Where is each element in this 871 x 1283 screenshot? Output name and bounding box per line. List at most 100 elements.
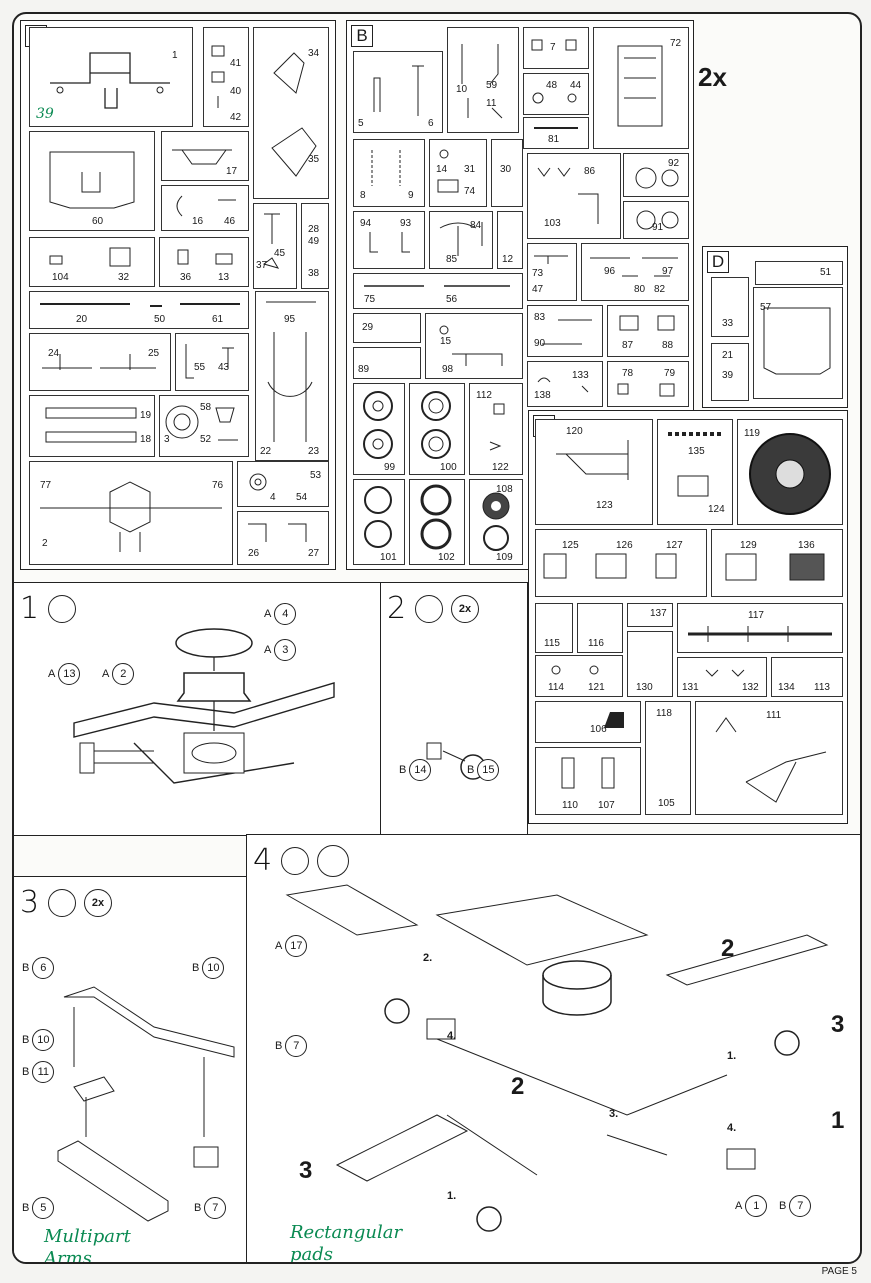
part-label: 53 [310,470,322,481]
step-2-number: 2 [387,591,407,626]
glue-icon [48,595,76,623]
sprue-a-frame: A 1 41 40 42 34 35 [20,20,336,570]
sprue-c-cell: 134 113 [771,657,843,697]
callout-part: 4 [274,603,297,625]
callout-letter: B [22,962,30,974]
assembly-label: 1 [831,1107,845,1134]
part-drawing [617,45,663,127]
sprue-c-cell: 117 [677,603,843,653]
sprue-b-multiplier-label: 2x [698,62,727,92]
part-label: 79 [664,368,676,379]
part-drawing [763,307,831,375]
part-drawing [537,377,589,393]
part-label: 41 [230,58,242,69]
callout-letter: A [735,1200,743,1212]
part-drawing [636,210,679,230]
part-label: 94 [360,218,372,229]
part-label: 87 [622,340,634,351]
part-label: 113 [814,682,830,693]
sprue-c-cell: 129 136 [711,529,843,597]
part-label: 109 [496,552,513,563]
part-label: 122 [492,462,509,473]
part-label: 12 [502,254,514,265]
part-label: 103 [544,218,561,229]
part-label: 116 [588,638,604,649]
sub-step-label: 2. [423,952,433,964]
step-3-number: 3 [20,885,40,920]
sprue-b-cell: 72 [593,27,689,149]
sprue-b-cell: 91 [623,201,689,239]
sprue-c-cell: 116 [577,603,623,653]
step-2-drawing [426,742,486,780]
callout-part: 7 [285,1035,308,1057]
part-label: 33 [722,318,734,329]
part-label: 88 [662,340,674,351]
part-drawing [45,407,137,443]
sprue-b-cell: 133 138 [527,361,603,407]
sprue-b-cell: 7 [523,27,589,69]
part-label: 123 [596,500,613,511]
part-drawing [364,486,392,548]
part-drawing [439,222,483,256]
callout-letter: B [192,962,200,974]
sprue-a-cell: 58 3 52 [159,395,249,457]
glue-icon [281,847,309,875]
part-label: 81 [548,134,560,145]
part-label: 20 [76,314,88,325]
sprue-a-cell: 60 [29,131,155,231]
sprue-b-cell: 12 [497,211,523,269]
part-drawing [40,303,240,307]
part-drawing [461,44,503,119]
sprue-a-cell: 16 46 [161,185,249,231]
callout-part: 1 [745,1195,768,1217]
callout-letter: B [779,1200,787,1212]
sprue-d-cell: 33 [711,277,749,337]
step-1-drawing [73,628,335,784]
part-label: 131 [682,682,699,693]
part-label: 129 [740,540,757,551]
part-label: 91 [652,222,664,233]
part-drawing [421,391,451,459]
quantity-badge: 2x [451,595,479,623]
step-3-drawing [57,986,235,1222]
part-label: 75 [364,294,376,305]
sprue-a-cell: 55 43 [175,333,249,391]
part-label: 46 [224,216,236,227]
part-label: 78 [622,368,634,379]
sub-step-label: 4. [727,1122,737,1134]
part-drawing [185,344,234,379]
part-label: 104 [52,272,69,283]
sprue-b-cell: 92 [623,153,689,197]
callout-part: 17 [285,935,308,957]
sprue-c-cell: 119 [737,419,843,525]
part-label: 82 [654,284,666,295]
sprue-d-cell: 57 [753,287,843,399]
part-label: 72 [670,38,682,49]
sprue-b-cell: 84 85 [429,211,493,269]
callout-part: 14 [409,759,432,781]
part-drawing [489,403,505,451]
part-drawing [420,484,452,550]
sub-step-label: 3. [609,1108,619,1120]
part-label: 115 [544,638,560,649]
callout-part: 6 [32,957,55,979]
part-drawing [556,440,629,480]
sprue-d-cell: 51 [755,261,843,285]
part-label: 76 [212,480,224,491]
sprue-c-cell: 120 123 [535,419,653,525]
part-label: 126 [616,540,633,551]
part-drawing [248,523,307,542]
part-drawing [271,52,317,177]
part-drawing [266,301,316,442]
part-label: 31 [464,164,476,175]
part-label: 134 [778,682,795,693]
callout-letter: B [275,1040,283,1052]
part-label: 40 [230,86,242,97]
sprue-b-cell: 100 [409,383,465,475]
